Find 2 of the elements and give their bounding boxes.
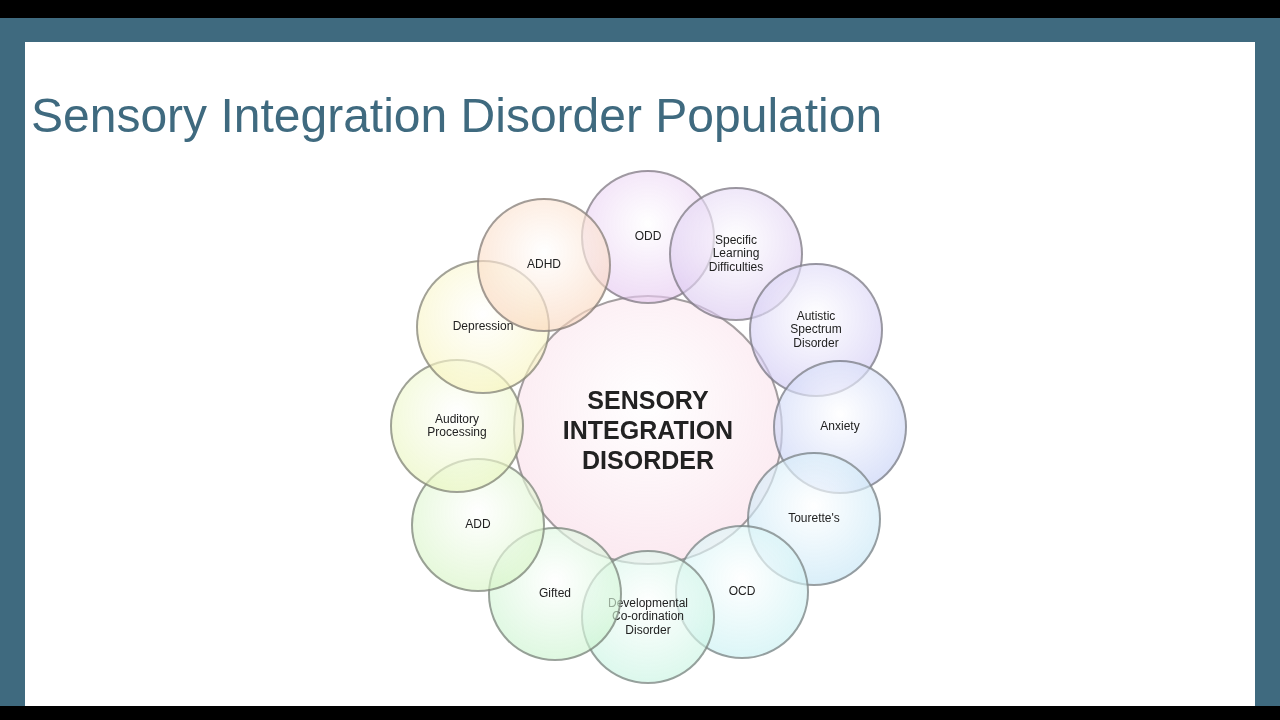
slide-title: Sensory Integration Disorder Population	[31, 88, 883, 143]
center-circle: SENSORY INTEGRATION DISORDER	[513, 295, 783, 565]
